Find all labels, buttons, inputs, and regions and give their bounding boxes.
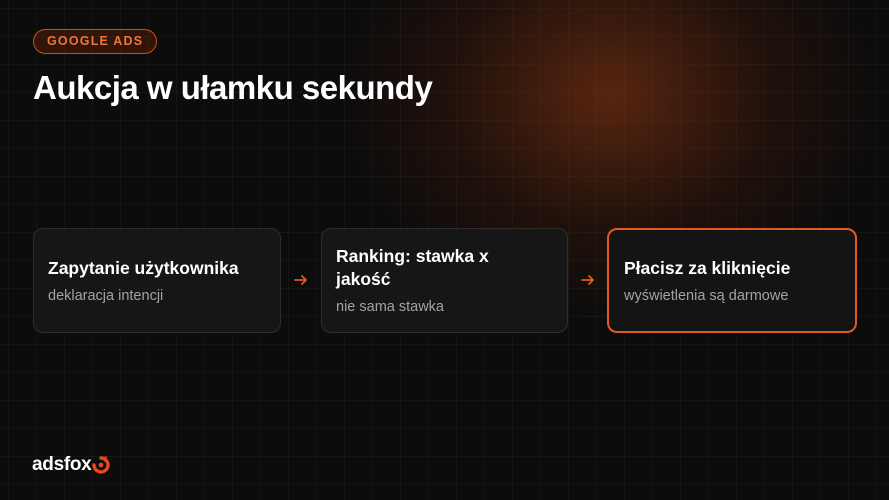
logo-wordmark: adsfox	[32, 454, 92, 475]
step-card-payment: Płacisz za kliknięcie wyświetlenia są da…	[607, 228, 857, 333]
step-subtitle: wyświetlenia są darmowe	[624, 287, 789, 304]
step-card-ranking: Ranking: stawka x jakość nie sama stawka	[321, 228, 568, 333]
brand-logo: adsfox	[32, 452, 112, 478]
fox-swirl-icon	[92, 456, 111, 474]
step-title: Ranking: stawka x jakość	[336, 246, 489, 289]
step-subtitle: nie sama stawka	[336, 299, 444, 315]
section-badge: GOOGLE ADS	[33, 29, 158, 54]
step-title: Płacisz za kliknięcie	[624, 257, 791, 278]
arrow-right-icon	[294, 275, 307, 285]
step-title: Zapytanie użytkownika	[48, 257, 239, 278]
arrow-right-icon	[581, 275, 594, 285]
step-subtitle: deklaracja intencji	[48, 287, 164, 304]
page-title: Aukcja w ułamku sekundy	[33, 69, 433, 106]
step-card-query: Zapytanie użytkownika deklaracja intencj…	[33, 228, 281, 333]
